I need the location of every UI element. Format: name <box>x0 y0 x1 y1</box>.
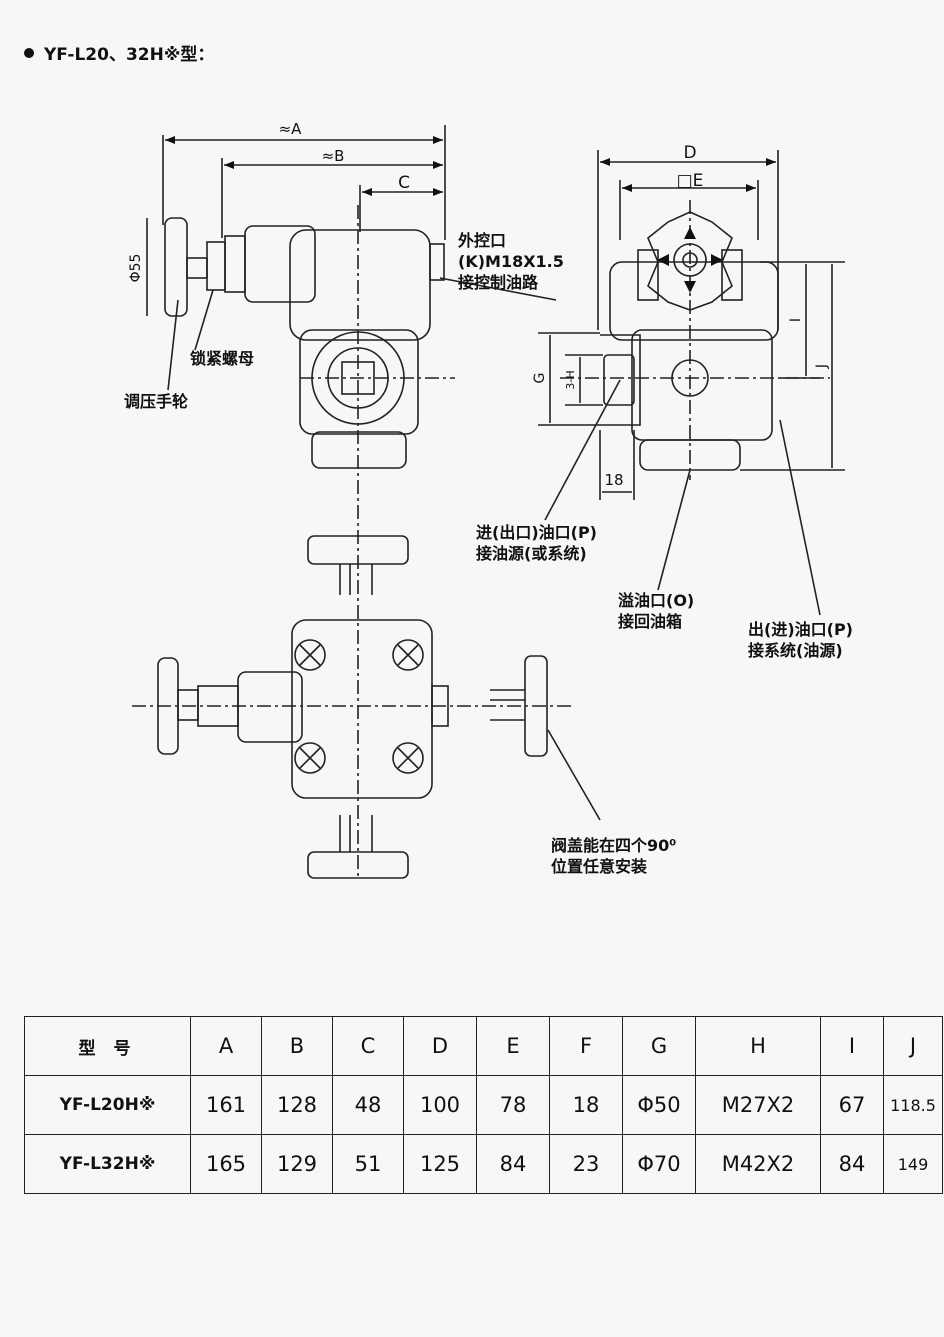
dim-18-text: 18 <box>604 471 623 489</box>
ext-control-port-label: 外控口 (K)M18X1.5 接控制油路 <box>458 231 564 292</box>
overflow-leader <box>657 469 691 591</box>
valve-drawing: ≈A ≈B C D □E Φ55 G 3-H 18 I J <box>128 120 845 880</box>
table-cell: 165 <box>190 1134 262 1194</box>
handwheel-leader <box>167 299 179 391</box>
cover-note-label: 阀盖能在四个90⁰ 位置任意安装 <box>551 836 677 876</box>
body-top-view <box>291 619 433 799</box>
handwheel-label: 调压手轮 <box>124 392 189 411</box>
table-cell: 129 <box>261 1134 333 1194</box>
table-cell: 125 <box>403 1134 477 1194</box>
table-cell: 118.5 <box>883 1075 943 1135</box>
page-title: YF-L20、32H※型： <box>24 40 214 65</box>
dim-B-text: ≈B <box>322 147 345 165</box>
table-header-J: J <box>883 1016 943 1076</box>
title-text: YF-L20、32H※型： <box>44 45 215 65</box>
table-cell: 128 <box>261 1075 333 1135</box>
dim-3H-text: 3-H <box>564 370 577 389</box>
table-cell: 18 <box>549 1075 623 1135</box>
table-header-A: A <box>190 1016 262 1076</box>
bolt-head-3 <box>294 742 326 774</box>
table-header-B: B <box>261 1016 333 1076</box>
dimension-table: 型 号 A B C D E F G H I J YF-L20H※ 161 128… <box>24 1016 943 1194</box>
body-lower-front <box>299 329 419 435</box>
base-front <box>311 431 407 469</box>
handwheel-front <box>164 217 188 317</box>
bonnet-front <box>244 225 316 303</box>
table-cell: 51 <box>332 1134 404 1194</box>
table-row: YF-L20H※ 161 128 48 100 78 18 Φ50 M27X2 … <box>24 1075 943 1135</box>
ext-port-leader <box>439 277 557 301</box>
dim-phi55-text: Φ55 <box>128 254 144 283</box>
table-cell: Φ70 <box>622 1134 696 1194</box>
table-cell: 161 <box>190 1075 262 1135</box>
table-header-D: D <box>403 1016 477 1076</box>
bolt-head-1 <box>294 639 326 671</box>
outlet-port-label: 出(进)油口(P) 接系统(油源) <box>748 620 853 660</box>
table-cell: Φ50 <box>622 1075 696 1135</box>
bolt-head-2 <box>392 639 424 671</box>
inlet-flange-side <box>600 334 641 426</box>
table-header-G: G <box>622 1016 696 1076</box>
table-header-F: F <box>549 1016 623 1076</box>
table-header-I: I <box>820 1016 884 1076</box>
table-cell: YF-L20H※ <box>24 1075 191 1135</box>
body-upper-front <box>289 229 431 341</box>
table-cell: 23 <box>549 1134 623 1194</box>
body-lower-side <box>631 329 773 441</box>
dim-J-text: J <box>814 364 830 369</box>
cover-plate-top <box>307 535 409 565</box>
table-cell: 149 <box>883 1134 943 1194</box>
cover-plate-rotated <box>524 655 548 757</box>
dim-A-text: ≈A <box>279 120 303 138</box>
table-cell: YF-L32H※ <box>24 1134 191 1194</box>
bullet-icon <box>24 47 34 58</box>
table-cell: 100 <box>403 1075 477 1135</box>
table-header-E: E <box>476 1016 550 1076</box>
outlet-leader <box>779 419 821 616</box>
dim-D-text: D <box>683 143 696 163</box>
table-header-C: C <box>332 1016 404 1076</box>
bolt-head-4 <box>392 742 424 774</box>
table-cell: 84 <box>476 1134 550 1194</box>
ext-port-front <box>429 243 445 281</box>
dim-C-text: C <box>398 173 410 193</box>
table-cell: 48 <box>332 1075 404 1135</box>
lock-nut-label: 锁紧螺母 <box>190 349 255 368</box>
inlet-port-label: 进(出口)油口(P) 接油源(或系统) <box>476 523 597 563</box>
table-cell: M27X2 <box>695 1075 821 1135</box>
lock-nut-front <box>206 241 226 291</box>
cover-note-leader <box>547 729 601 821</box>
table-header-model: 型 号 <box>24 1016 191 1076</box>
inlet-leader <box>544 379 621 521</box>
body-upper-side <box>609 261 779 341</box>
table-header-H: H <box>695 1016 821 1076</box>
table-cell: 84 <box>820 1134 884 1194</box>
table-header-row: 型 号 A B C D E F G H I J <box>24 1016 943 1076</box>
dim-E-text: □E <box>677 171 704 191</box>
table-row: YF-L32H※ 165 129 51 125 84 23 Φ70 M42X2 … <box>24 1134 943 1194</box>
lock-nut-leader <box>194 289 214 351</box>
table-cell: M42X2 <box>695 1134 821 1194</box>
table-cell: 67 <box>820 1075 884 1135</box>
cover-plate-bottom <box>307 851 409 879</box>
dim-G-text: G <box>532 373 548 384</box>
overflow-port-label: 溢油口(O) 接回油箱 <box>618 591 695 631</box>
dim-I-text: I <box>788 318 804 322</box>
table-cell: 78 <box>476 1075 550 1135</box>
